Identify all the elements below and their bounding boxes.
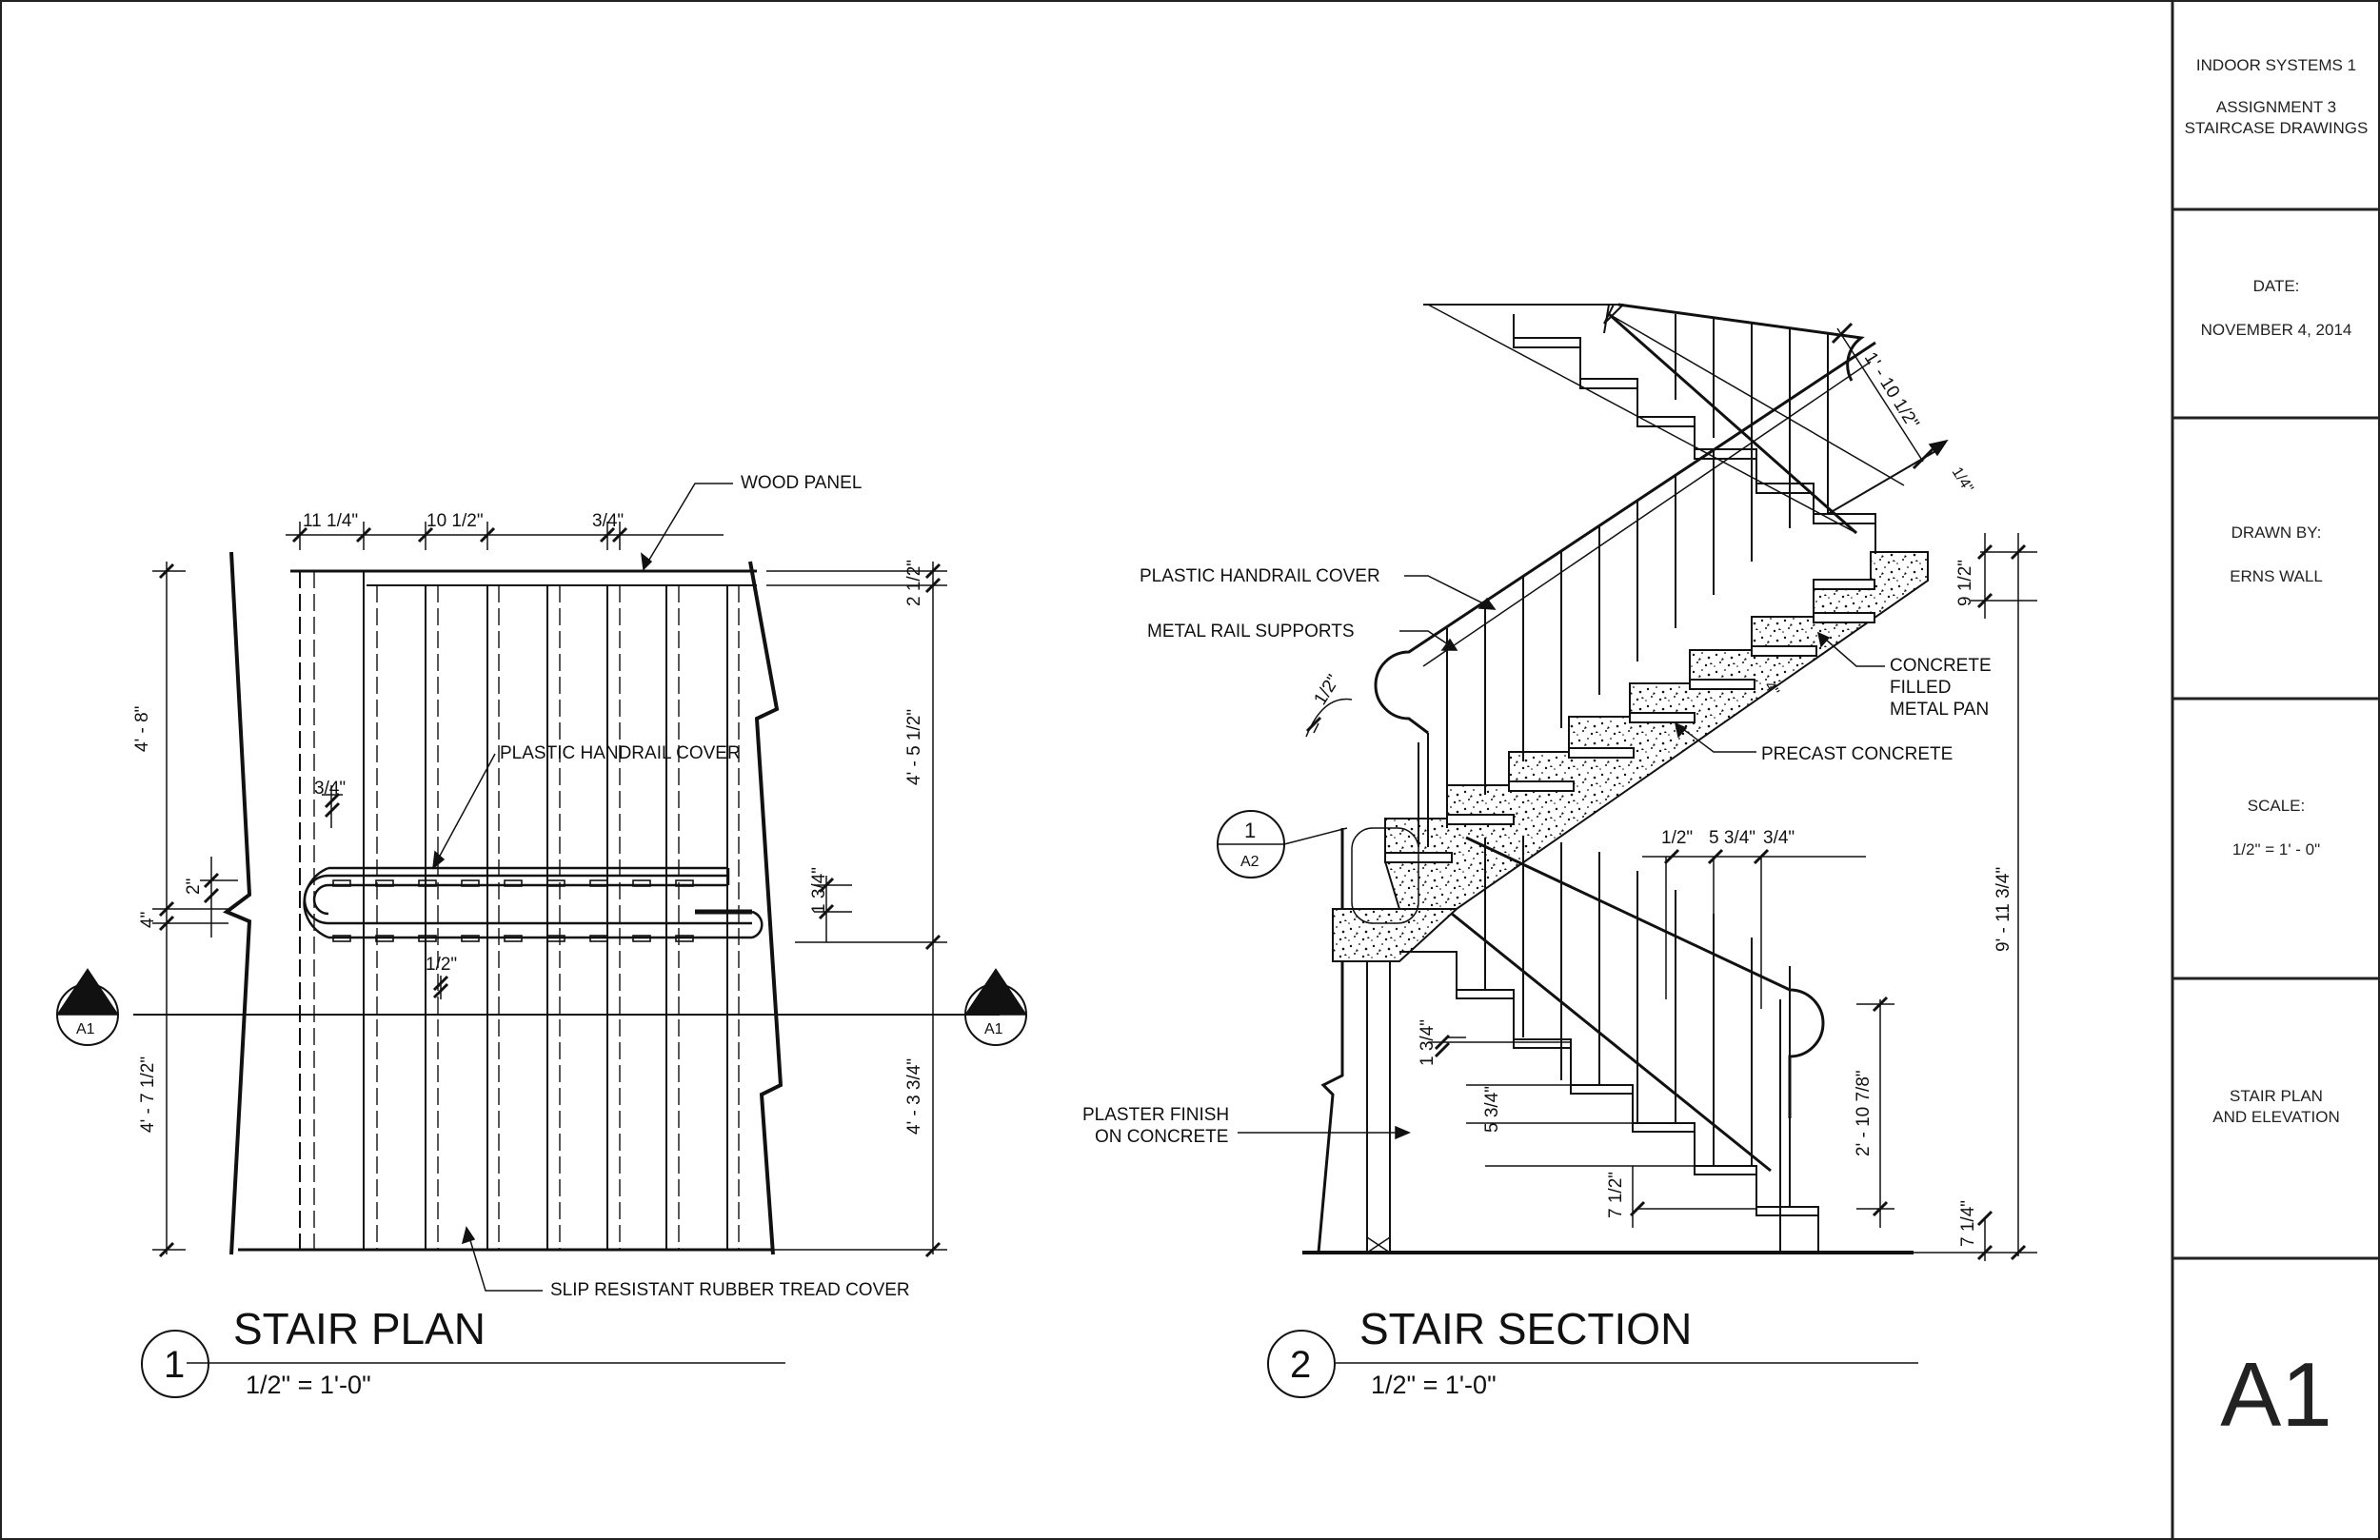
dim-4: 4"	[138, 912, 158, 928]
title-block: INDOOR SYSTEMS 1 ASSIGNMENT 3 STAIRCASE …	[2172, 0, 2380, 1540]
detail-mark-num: 1	[1244, 819, 1256, 842]
label-wood-panel: WOOD PANEL	[741, 473, 862, 493]
label-concrete-1: CONCRETE	[1890, 656, 1992, 676]
dim-1-3-4: 1 3/4"	[809, 867, 829, 914]
dim-2-1-2: 2 1/2"	[904, 560, 924, 606]
title-block-date: DATE: NOVEMBER 4, 2014	[2172, 276, 2380, 341]
dim-1-2-rail: 1/2"	[1310, 671, 1343, 708]
label-rail-supports: METAL RAIL SUPPORTS	[1147, 622, 1355, 642]
drawn-by-label: DRAWN BY:	[2231, 523, 2322, 542]
dim-1-2: 1/2"	[426, 955, 457, 975]
dim-4-7-1-2: 4' - 7 1/2"	[138, 1056, 158, 1133]
scale-value: 1/2" = 1' - 0"	[2231, 840, 2321, 859]
plan-leaders	[432, 483, 733, 1292]
section-mark-right	[964, 968, 1027, 1046]
dim-1-3-4-riser: 1 3/4"	[1418, 1019, 1438, 1066]
date-label: DATE:	[2252, 277, 2300, 295]
dim-9-1-2: 9 1/2"	[1955, 560, 1975, 606]
section-scale: 1/2" = 1'-0"	[1371, 1371, 1497, 1399]
section-mark-left-num: 2	[82, 994, 90, 1010]
section-mark-left	[56, 968, 119, 1046]
scale-label: SCALE:	[2247, 797, 2306, 815]
dim-2: 2"	[184, 879, 204, 895]
dim-4-5-1-2: 4' - 5 1/2"	[904, 709, 924, 785]
detail-callout	[1217, 810, 1419, 924]
dim-4-8: 4' - 8"	[132, 706, 152, 752]
dim-2-10-7-8: 2' - 10 7/8"	[1854, 1070, 1874, 1156]
label-concrete-3: METAL PAN	[1890, 700, 1989, 720]
sheet-number: A1	[2220, 1344, 2332, 1446]
sheet-desc-line-2: AND ELEVATION	[2212, 1108, 2340, 1126]
section-handrail	[1374, 341, 1876, 735]
plan-left-wall	[223, 551, 252, 1255]
plan-text: WOOD PANEL PLASTIC HANDRAIL COVER SLIP R…	[76, 473, 1003, 1399]
plan-number-circle	[141, 1330, 209, 1398]
dim-3-4-top: 3/4"	[592, 511, 624, 531]
section-mark-right-num: 2	[990, 994, 999, 1010]
label-plaster-2: ON CONCRETE	[1095, 1127, 1228, 1147]
assignment-name: ASSIGNMENT 3	[2215, 98, 2337, 116]
tread-lines	[299, 571, 740, 1250]
label-plaster-1: PLASTER FINISH	[1082, 1105, 1229, 1125]
section-mark-left-sheet: A1	[76, 1021, 95, 1037]
stair-section	[1217, 303, 2037, 1398]
label-precast: PRECAST CONCRETE	[1761, 744, 1953, 764]
plan-handrail	[303, 866, 764, 942]
label-section-handrail-cover: PLASTIC HANDRAIL COVER	[1140, 566, 1380, 586]
label-tread-cover: SLIP RESISTANT RUBBER TREAD COVER	[550, 1280, 910, 1300]
sheet-desc-line-1: STAIR PLAN	[2230, 1087, 2323, 1105]
assignment-subject: STAIRCASE DRAWINGS	[2184, 119, 2369, 137]
dim-5-3-4-top: 5 3/4"	[1709, 828, 1755, 848]
section-left-wall	[1317, 828, 1344, 1254]
title-block-rows	[2172, 207, 2380, 1260]
section-number: 2	[1290, 1344, 1311, 1386]
course-name: INDOOR SYSTEMS 1	[2195, 56, 2357, 74]
detail-mark-sheet: A2	[1240, 854, 1259, 870]
dim-7-1-4: 7 1/4"	[1958, 1200, 1978, 1247]
dim-1-10-1-2: 1' - 10 1/2"	[1860, 349, 1923, 433]
label-plan-handrail-cover: PLASTIC HANDRAIL COVER	[500, 743, 741, 763]
dim-10-1-2: 10 1/2"	[426, 511, 484, 531]
title-block-project: INDOOR SYSTEMS 1 ASSIGNMENT 3 STAIRCASE …	[2172, 55, 2380, 139]
dim-1-4: 1/4"	[1949, 464, 1976, 496]
plan-title: STAIR PLAN	[233, 1304, 486, 1353]
dim-7-1-2: 7 1/2"	[1606, 1172, 1626, 1218]
dim-5-3-4: 5 3/4"	[1482, 1086, 1502, 1133]
title-block-drawn-by: DRAWN BY: ERNS WALL	[2172, 523, 2380, 587]
dim-1-2-baluster: 1/2"	[1661, 828, 1693, 848]
section-number-circle	[1267, 1330, 1336, 1398]
concrete-flight	[1384, 551, 1929, 910]
plan-right-wall	[748, 561, 783, 1255]
title-block-sheet-desc: STAIR PLAN AND ELEVATION	[2172, 1086, 2380, 1128]
section-title: STAIR SECTION	[1359, 1304, 1692, 1353]
section-wall-stud	[1366, 953, 1391, 1254]
title-block-scale: SCALE: 1/2" = 1' - 0"	[2172, 796, 2380, 860]
plan-number: 1	[164, 1344, 185, 1386]
dim-3-4-mid: 3/4"	[314, 779, 346, 799]
stair-plan	[56, 483, 1027, 1398]
upper-stringer	[1423, 304, 1624, 325]
dim-4-3-3-4: 4' - 3 3/4"	[904, 1058, 924, 1135]
section-text: PLASTIC HANDRAIL COVER METAL RAIL SUPPOR…	[1082, 349, 2013, 1399]
date-value: NOVEMBER 4, 2014	[2200, 321, 2352, 339]
label-concrete-2: FILLED	[1890, 678, 1951, 698]
dim-11-1-4: 11 1/4"	[303, 511, 358, 531]
section-dimensions	[1305, 322, 2037, 1261]
dim-9-11-3-4: 9' - 11 3/4"	[1993, 867, 2013, 952]
section-mark-right-sheet: A1	[984, 1021, 1003, 1037]
section-leaders	[1238, 575, 1885, 1140]
drawn-by-value: ERNS WALL	[2230, 567, 2323, 585]
plan-scale: 1/2" = 1'-0"	[246, 1371, 371, 1399]
dim-3-4-baluster: 3/4"	[1763, 828, 1795, 848]
plan-dimensions	[152, 522, 947, 1258]
